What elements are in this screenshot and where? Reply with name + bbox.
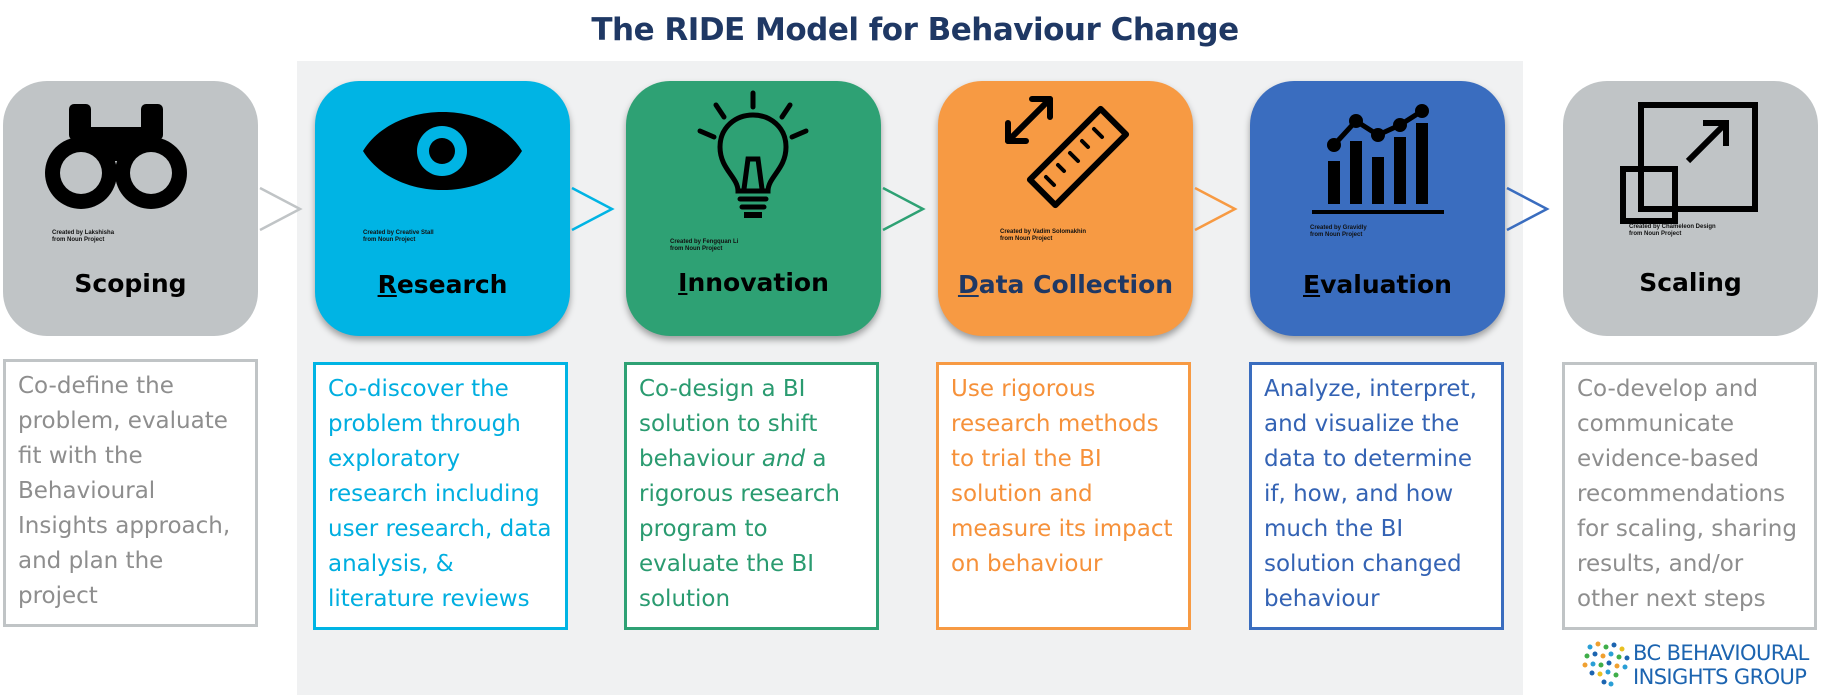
icon-credit: Created by Lakshisha from Noun Project <box>52 230 115 243</box>
icon-credit: Created by Gravidly from Noun Project <box>1310 225 1367 238</box>
icon-credit: Created by Vadim Solomakhin from Noun Pr… <box>1000 229 1087 242</box>
lightbulb-icon <box>697 90 809 218</box>
logo-wordmark: BC BEHAVIOURAL INSIGHTS GROUP <box>1633 641 1809 689</box>
stage-label-innovation: Innovation <box>678 268 829 297</box>
innovation-tile: Created by Fengquan Li from Noun Project… <box>626 81 881 336</box>
stage-label-research: Research <box>377 270 508 299</box>
scaling-tile: Created by Chameleon Design from Noun Pr… <box>1563 81 1818 336</box>
icon-credit: Created by Chameleon Design from Noun Pr… <box>1629 224 1716 237</box>
eye-icon <box>363 112 522 190</box>
chevron-right-icon <box>882 186 926 232</box>
chart-icon <box>1312 104 1444 214</box>
data-collection-tile: Created by Vadim Solomakhin from Noun Pr… <box>938 81 1193 336</box>
chevron-right-icon <box>1506 186 1550 232</box>
page-title: The RIDE Model for Behaviour Change <box>591 12 1239 48</box>
scaling-description: Co-develop and communicate evidence-base… <box>1562 362 1817 630</box>
research-description: Co-discover the problem through explorat… <box>313 362 568 630</box>
icon-credit: Created by Creative Stall from Noun Proj… <box>363 230 434 243</box>
icon-credit: Created by Fengquan Li from Noun Project <box>670 239 739 252</box>
chevron-right-icon <box>571 186 615 232</box>
bc-bi-group-logo-icon <box>1582 641 1630 687</box>
stage-label-scoping: Scoping <box>74 269 187 298</box>
innovation-description: Co-design a BI solution to shift behavio… <box>624 362 879 630</box>
evaluation-tile: Created by Gravidly from Noun Project Ev… <box>1250 81 1505 336</box>
scoping-description: Co-define the problem, evaluate fit with… <box>3 359 258 627</box>
binoculars-icon <box>45 104 187 209</box>
data-collection-description: Use rigorous research methods to trial t… <box>936 362 1191 630</box>
scoping-tile: Created by Lakshisha from Noun Project S… <box>3 81 258 336</box>
evaluation-description: Analyze, interpret, and visualize the da… <box>1249 362 1504 630</box>
chevron-right-icon <box>259 186 303 232</box>
research-tile: Created by Creative Stall from Noun Proj… <box>315 81 570 336</box>
stage-label-data-collection: Data Collection <box>957 270 1174 299</box>
expand-icon <box>1620 102 1758 224</box>
ruler-icon <box>1005 96 1130 209</box>
stage-label-scaling: Scaling <box>1639 268 1742 297</box>
stage-label-evaluation: Evaluation <box>1303 270 1452 299</box>
chevron-right-icon <box>1194 186 1238 232</box>
